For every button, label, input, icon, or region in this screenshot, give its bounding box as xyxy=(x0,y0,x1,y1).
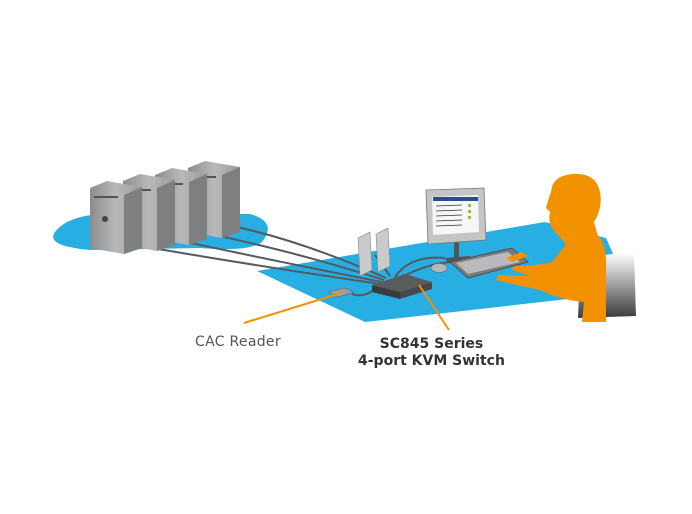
kvm-switch-callout-line xyxy=(418,284,450,331)
speakers xyxy=(357,227,391,277)
cac-reader-callout-line xyxy=(243,292,342,324)
kvm-switch-label: SC845 Series 4-port KVM Switch xyxy=(358,336,505,370)
monitor xyxy=(425,187,487,262)
kvm-switch-model: 4-port KVM Switch xyxy=(358,353,505,369)
mouse xyxy=(430,263,448,273)
kvm-switch-series: SC845 Series xyxy=(379,336,484,352)
server-1 xyxy=(90,181,142,254)
keyboard-keys xyxy=(456,252,520,274)
person-hand xyxy=(506,252,528,262)
person-silhouette xyxy=(496,173,606,322)
kvm-switch xyxy=(372,274,432,299)
servers xyxy=(90,161,240,254)
cac-reader-label: CAC Reader xyxy=(195,334,281,350)
